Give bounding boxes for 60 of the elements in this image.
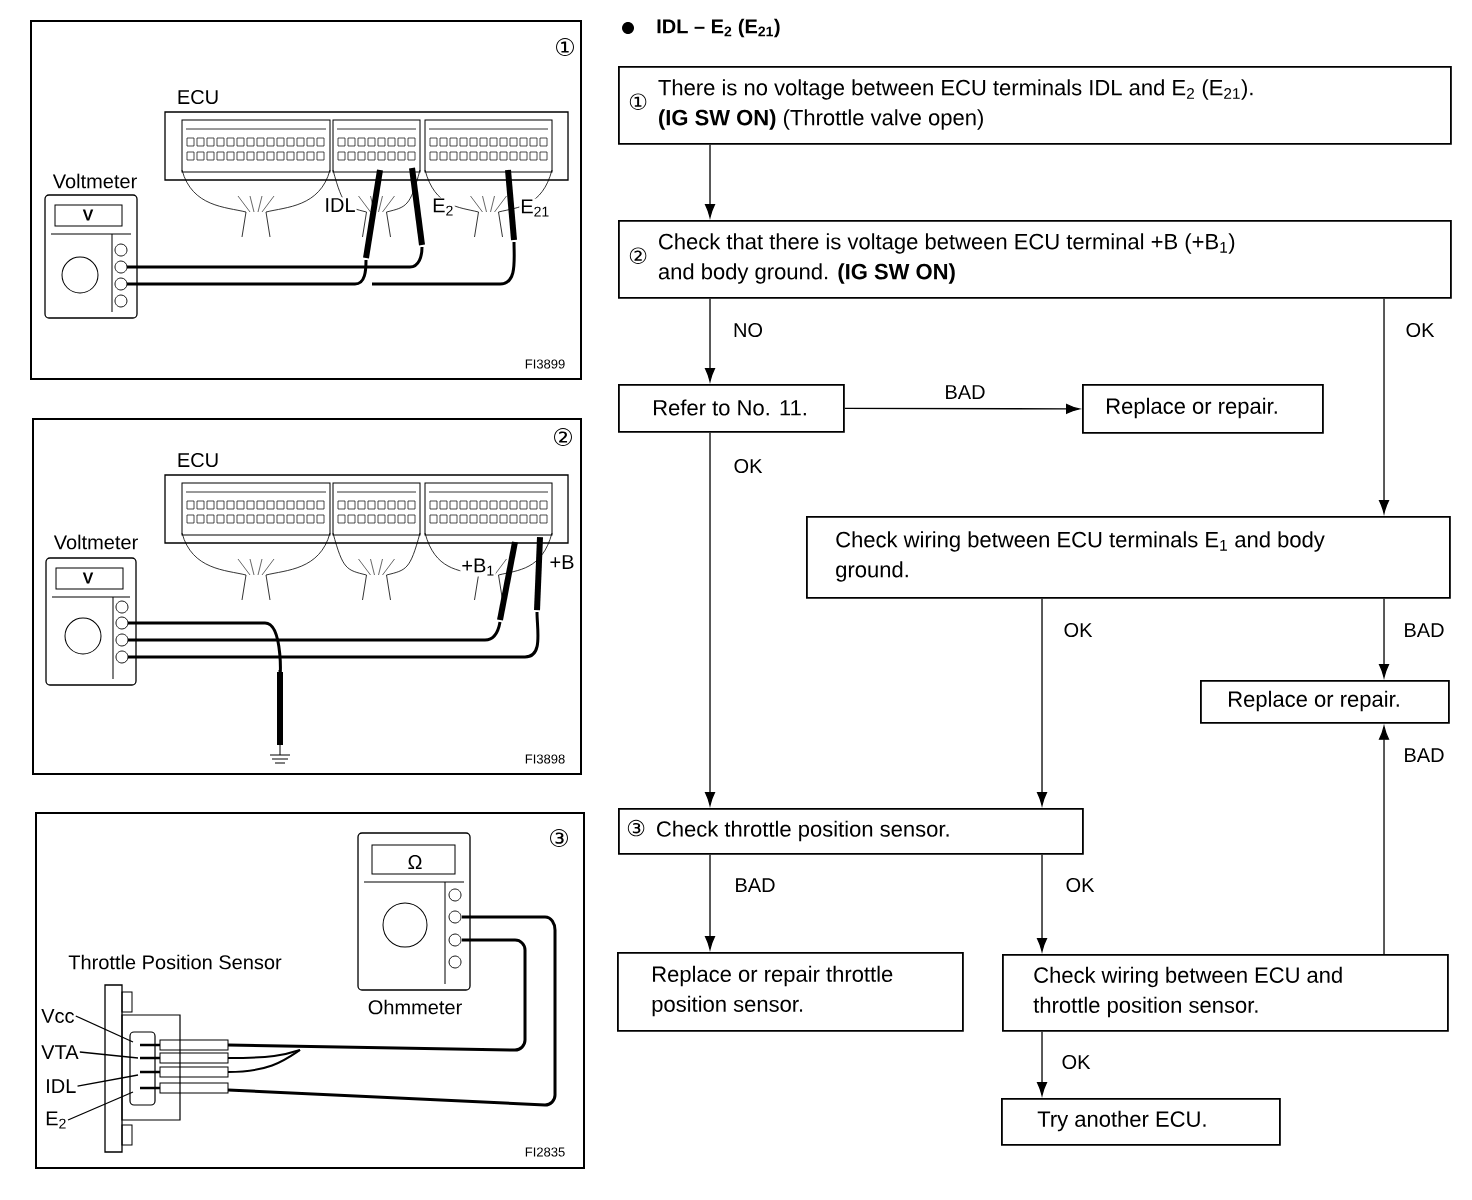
- leader-line: [79, 1051, 139, 1059]
- process-box: ② Check that there is voltage between ECU terminal +B (+B$_{1}$) and body ground. (IG SW ON): [618, 220, 1452, 299]
- device-label: ECU: [178, 89, 218, 105]
- leader-line: [75, 1015, 134, 1043]
- display-symbol: V: [82, 572, 94, 584]
- terminal-label: IDL: [47, 1079, 76, 1093]
- display-symbol: Ω: [408, 855, 422, 869]
- edge-label: OK: [1404, 321, 1436, 339]
- arrow: [1036, 1031, 1048, 1096]
- leader-line: [76, 1074, 139, 1087]
- figure-code: FI3898: [525, 754, 565, 764]
- figure-code: FI3899: [525, 359, 565, 369]
- figure-number: ②: [554, 428, 572, 446]
- figure-number: ①: [556, 38, 574, 56]
- arrow: [1378, 298, 1390, 514]
- arrow: [844, 403, 1080, 414]
- figure-number: ③: [550, 829, 568, 847]
- leader-line: [67, 1091, 134, 1121]
- arrow: [1036, 854, 1048, 952]
- edge-label: BAD: [1402, 622, 1446, 638]
- terminal-label: IDL: [323, 197, 357, 213]
- terminal-label: +B$_{1}$: [460, 557, 496, 577]
- process-box: ① There is no voltage between ECU terminals IDL and E$_{2}$ (E$_{21}$). (IG SW ON) (Throttle valve open): [618, 66, 1452, 145]
- terminal-label: +B: [548, 554, 576, 570]
- figure-code: FI2835: [525, 1147, 565, 1157]
- terminal-label: E$_{21}$: [519, 198, 551, 218]
- edge-label: BAD: [1402, 747, 1446, 763]
- arrow: [1378, 598, 1390, 678]
- edge-label: OK: [1060, 1053, 1092, 1071]
- heading: IDL – E$_{2}$ (E$_{21}$): [657, 18, 780, 38]
- process-box: Replace or repair.: [1200, 680, 1450, 724]
- process-box: Try another ECU.: [1001, 1098, 1281, 1146]
- device-label: Voltmeter: [52, 173, 137, 189]
- arrow: [1036, 598, 1048, 806]
- arrow: [704, 854, 716, 950]
- process-box: Replace or repair throttle position sensor.: [617, 952, 964, 1032]
- process-box: Refer to No. 11.: [618, 384, 845, 433]
- device-label: Throttle Position Sensor: [68, 954, 282, 970]
- edge-label: OK: [1062, 621, 1094, 639]
- edge-label: BAD: [943, 384, 987, 400]
- process-box: ③ Check throttle position sensor.: [618, 808, 1084, 855]
- edge-label: BAD: [733, 877, 777, 893]
- device-label: Voltmeter: [53, 534, 138, 550]
- terminal-label: E$_{2}$: [431, 197, 455, 217]
- edge-label: OK: [1064, 876, 1096, 894]
- terminal-label: Vcc: [41, 1009, 74, 1023]
- process-box: Check wiring between ECU and throttle position sensor.: [1002, 954, 1449, 1032]
- device-label: Ohmmeter: [368, 999, 462, 1015]
- arrow: [1378, 726, 1390, 955]
- arrow: [704, 298, 716, 382]
- display-symbol: V: [82, 209, 94, 221]
- device-label: ECU: [178, 452, 218, 468]
- process-box: Replace or repair.: [1082, 384, 1324, 434]
- terminal-label: VTA: [41, 1045, 79, 1059]
- arrow: [704, 432, 716, 806]
- edge-label: OK: [732, 457, 764, 475]
- arrow: [704, 144, 716, 218]
- process-box: Check wiring between ECU terminals E$_{1}$ and body ground.: [806, 516, 1451, 599]
- edge-label: NO: [732, 321, 764, 339]
- terminal-label: E$_{2}$: [46, 1111, 66, 1129]
